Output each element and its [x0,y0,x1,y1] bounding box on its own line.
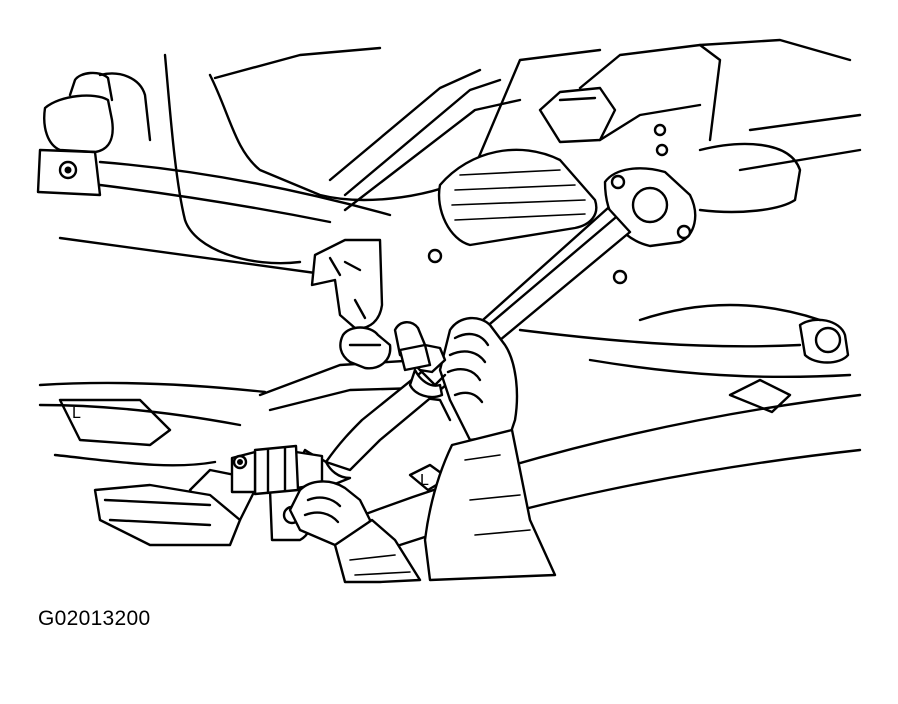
figure-id-label: G02013200 [38,607,151,630]
hand-lower [288,480,422,584]
marker-l-1: L [72,405,81,422]
marker-l-2: L [420,472,429,489]
pipe-clamp-bolt [393,321,447,399]
exhaust-hanger-bracket [310,238,384,330]
catalytic-converter [437,148,598,247]
left-side-marker-2: L [420,472,429,489]
transmission-housing [208,38,862,285]
left-side-marker-1: L [72,405,81,422]
hand-upper [423,316,557,582]
engine-mount-upper-left [36,71,152,197]
rear-mount-right [638,303,850,414]
